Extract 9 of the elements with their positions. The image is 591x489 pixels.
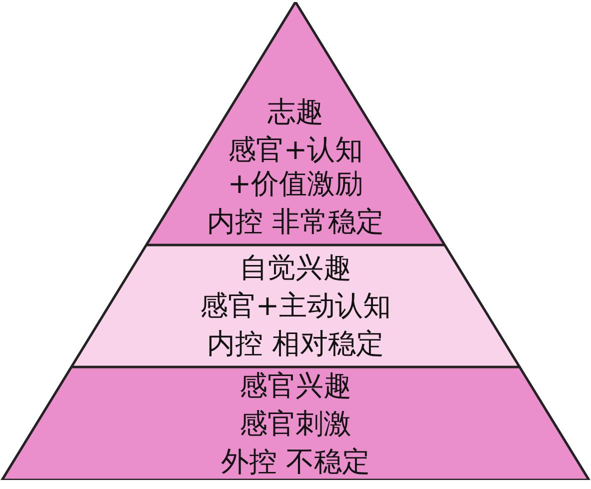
tier-title: 感官兴趣	[240, 368, 352, 402]
tier-text: 感官+认知+价值激励	[226, 133, 364, 201]
tier-text: 外控 不稳定	[221, 444, 370, 478]
tier-text: 内控 相对稳定	[207, 327, 384, 361]
tier-text: 感官刺激	[240, 406, 352, 440]
tier-title: 志趣	[268, 95, 324, 129]
tier-text: 感官+主动认知	[200, 289, 392, 323]
tier-title: 自觉兴趣	[240, 251, 352, 285]
tier-text: 内控 非常稳定	[207, 205, 384, 239]
